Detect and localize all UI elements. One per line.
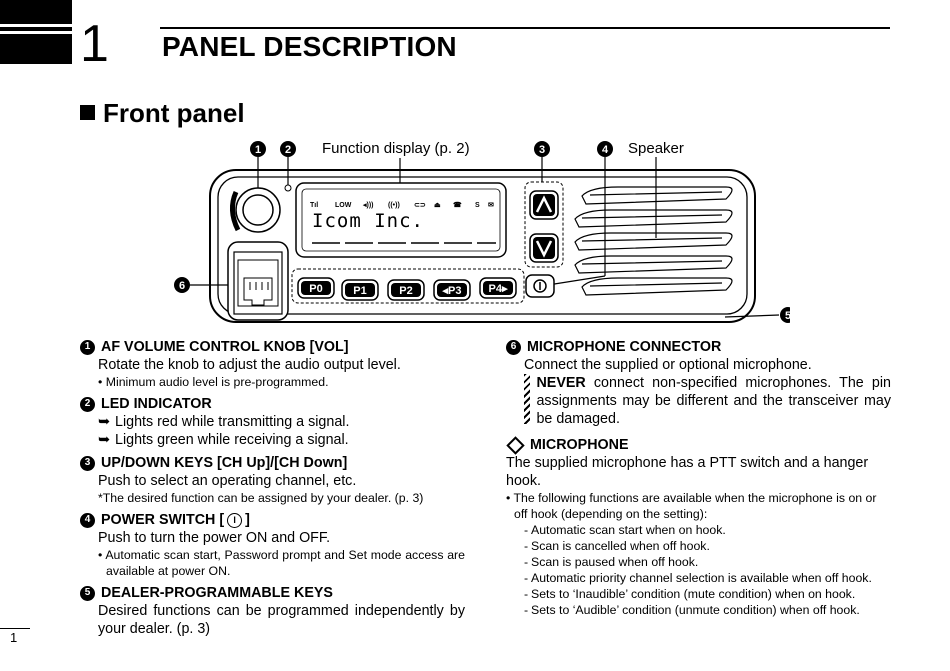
power-icon — [533, 279, 547, 293]
list-item: -Automatic scan start when on hook. — [524, 523, 726, 537]
p2-key[interactable]: P2 — [387, 279, 425, 301]
list-item: -Sets to ‘Audible’ condition (unmute con… — [524, 603, 860, 617]
svg-text:5: 5 — [785, 310, 790, 322]
arrow-icon: ➥ — [98, 414, 110, 430]
callout-5: 5 — [780, 307, 790, 323]
item-text: Desired functions can be programmed inde… — [98, 603, 465, 637]
list-item: -Sets to ‘Inaudible’ condition (mute con… — [524, 587, 856, 601]
down-arrow-icon — [535, 240, 553, 258]
ch-down-button[interactable] — [529, 233, 559, 263]
list-item: -Scan is paused when off hook. — [524, 555, 699, 569]
item-note: • Minimum audio level is pre-programmed. — [98, 375, 329, 389]
callout-6: 6 — [174, 277, 190, 293]
speaker-label: Speaker — [628, 140, 684, 157]
signal-icon: Tıl — [310, 202, 318, 209]
svg-text:P2: P2 — [399, 285, 412, 297]
led-line-1: ➥Lights red while transmitting a signal. — [98, 414, 350, 430]
power-switch[interactable] — [525, 274, 555, 298]
p1-key[interactable]: P1 — [341, 279, 379, 301]
ch-up-button[interactable] — [529, 190, 559, 220]
item-note: *The desired function can be assigned by… — [98, 491, 424, 505]
warning-note: NEVER connect non-specified microphones.… — [506, 374, 891, 428]
p4-key[interactable]: P4▸ — [479, 277, 517, 299]
callout-2: 2 — [280, 141, 296, 157]
transmit-icon: ((•)) — [388, 202, 400, 209]
microphone-connector — [227, 241, 289, 321]
item-text: Push to turn the power ON and OFF. — [98, 530, 331, 546]
p0-key[interactable]: P0 — [297, 277, 335, 299]
page-title: PANEL DESCRIPTION — [162, 31, 457, 62]
list-item: -Scan is cancelled when off hook. — [524, 539, 710, 553]
item-text: Push to select an operating channel, etc… — [98, 473, 357, 489]
svg-text:P4▸: P4▸ — [489, 283, 508, 295]
warning-icon — [524, 374, 531, 424]
svg-text:◂P3: ◂P3 — [442, 285, 462, 297]
square-bullet-icon — [80, 105, 95, 120]
diamond-icon — [506, 435, 525, 455]
microphone-text: The supplied microphone has a PTT switch… — [506, 455, 869, 489]
callout-1: 1 — [250, 141, 266, 157]
svg-text:P1: P1 — [353, 285, 366, 297]
list-item: -Automatic priority channel selection is… — [524, 571, 872, 585]
microphone-heading: MICROPHONE — [506, 435, 891, 455]
svg-text:3: 3 — [539, 144, 545, 156]
led-indicator — [284, 184, 292, 192]
page-number: 1 — [10, 630, 18, 645]
section-title: Front panel — [80, 98, 245, 129]
volume-knob[interactable] — [230, 187, 281, 233]
callout-4: 4 — [597, 141, 613, 157]
svg-text:P0: P0 — [309, 283, 322, 295]
power-icon: I — [227, 512, 243, 528]
item-note: • Automatic scan start, Password prompt … — [98, 548, 465, 578]
svg-text:1: 1 — [255, 144, 261, 156]
microphone-bullet: • The following functions are available … — [506, 491, 877, 521]
up-arrow-icon — [535, 195, 553, 213]
p3-key[interactable]: ◂P3 — [433, 279, 471, 301]
duplex-icon: ⊂⊃ — [414, 202, 426, 209]
function-display-label: Function display (p. 2) — [322, 140, 470, 157]
function-display: Tıl LOW ◂))) ((•)) ⊂⊃ ⏏ ☎ S ✉ Icom Inc. — [295, 182, 507, 258]
item-text: Rotate the knob to adjust the audio outp… — [98, 357, 401, 373]
item-text: Connect the supplied or optional microph… — [524, 357, 812, 373]
footer-rule — [0, 628, 30, 629]
callout-3: 3 — [534, 141, 550, 157]
phone-icon: ☎ — [453, 201, 462, 209]
led-line-2: ➥Lights green while receiving a signal. — [98, 432, 349, 448]
chapter-number: 1 — [80, 15, 109, 73]
svg-text:4: 4 — [602, 144, 609, 156]
s-icon: S — [475, 202, 480, 209]
message-icon: ✉ — [488, 202, 494, 209]
chapter-tab — [0, 0, 72, 68]
display-text: Icom Inc. — [312, 210, 424, 232]
speaker-grille — [574, 186, 733, 296]
audio-icon: ◂))) — [362, 202, 374, 209]
low-power-icon: LOW — [335, 202, 352, 209]
arrow-icon: ➥ — [98, 432, 110, 448]
svg-text:6: 6 — [179, 280, 185, 292]
header-rule — [160, 27, 890, 29]
front-panel-diagram: 1 2 3 4 5 6 Function display (p. 2) Spea… — [174, 140, 790, 323]
scan-icon: ⏏ — [434, 202, 441, 209]
svg-text:2: 2 — [285, 144, 291, 156]
